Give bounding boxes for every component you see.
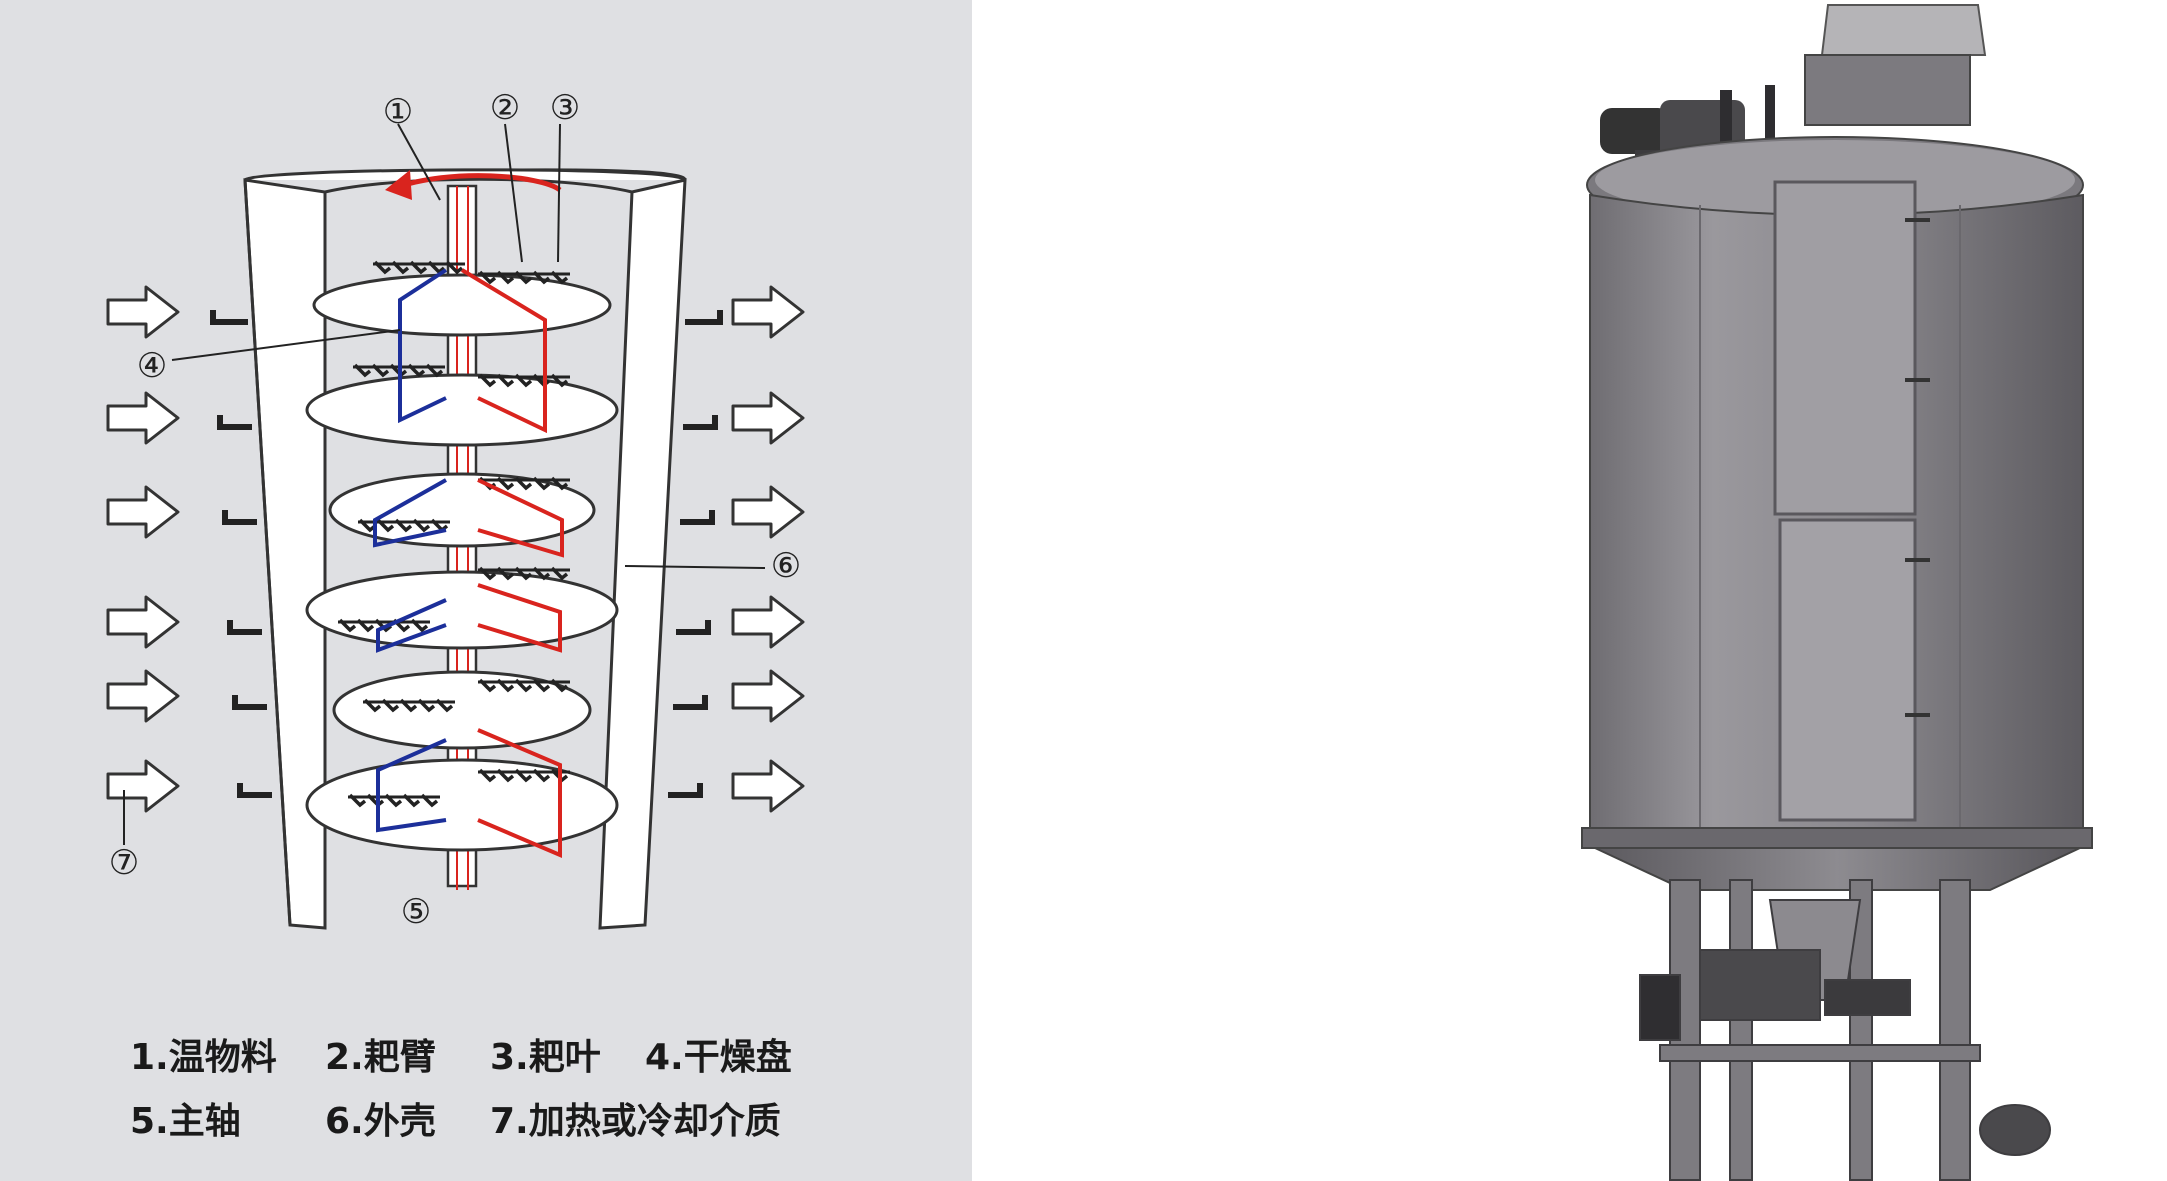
legend-item-7: 7.加热或冷却介质 <box>490 1101 781 1142</box>
dryer-machine-photo <box>1581 4 2093 1181</box>
legend-item-6: 6.外壳 <box>325 1101 436 1142</box>
callout-7: ⑦ <box>109 843 139 883</box>
legend-item-1: 1.温物料 <box>130 1037 277 1078</box>
diagram-panel: ① ② ③ ④ ⑤ ⑥ ⑦ 1.温物料 2.耙臂 3.耙叶 4.干燥盘 5.主轴… <box>0 0 972 1181</box>
callout-6: ⑥ <box>771 546 801 586</box>
rotation-arrow-icon <box>385 170 562 200</box>
top-hopper <box>1804 4 1987 126</box>
dryer-schematic: ① ② ③ ④ ⑤ ⑥ ⑦ <box>106 88 805 932</box>
support-frame <box>1639 879 2051 1181</box>
shell-brackets <box>210 310 723 798</box>
callout-2: ② <box>490 88 520 128</box>
callout-5: ⑤ <box>401 892 431 932</box>
callout-3: ③ <box>550 88 580 128</box>
legend-item-4: 4.干燥盘 <box>645 1037 792 1078</box>
legend-item-3: 3.耙叶 <box>490 1037 601 1078</box>
callout-4: ④ <box>137 346 167 386</box>
hot-pipes <box>460 268 564 859</box>
bottom-cone <box>1581 827 2093 891</box>
legend-item-2: 2.耙臂 <box>325 1037 436 1078</box>
legend-item-5: 5.主轴 <box>130 1101 241 1142</box>
callout-leaders <box>123 123 766 845</box>
cold-pipes <box>373 268 448 833</box>
outer-shell <box>243 168 687 930</box>
callout-1: ① <box>383 92 413 132</box>
inspection-doors <box>1773 180 1930 822</box>
